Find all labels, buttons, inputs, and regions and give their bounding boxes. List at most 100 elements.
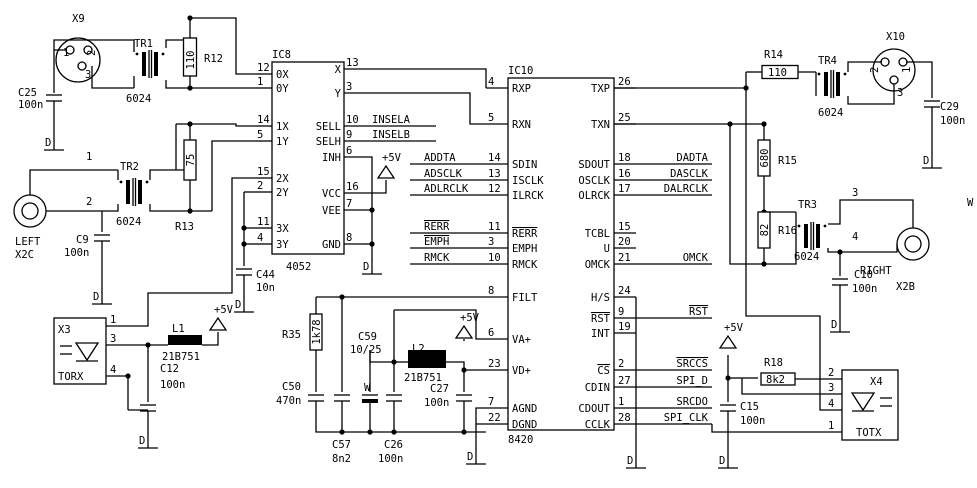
wire xyxy=(847,61,882,72)
ic10-pin-name: CS xyxy=(597,365,610,377)
wire xyxy=(190,17,256,75)
r35-value: 1k78 xyxy=(311,319,323,344)
wire xyxy=(741,378,842,395)
wire xyxy=(29,169,118,195)
ic10-pin-name: OSCLK xyxy=(578,175,610,187)
ic8-body xyxy=(271,61,345,255)
x3-pin3: 3 xyxy=(110,333,116,345)
ic10-pin-name: U xyxy=(604,243,610,255)
transformer-tr1-dot xyxy=(135,52,139,56)
wire xyxy=(847,84,895,105)
ground-label: D xyxy=(139,435,145,447)
wire xyxy=(102,204,119,212)
r18-value: 8k2 xyxy=(766,374,785,386)
r15-ref: R15 xyxy=(778,155,797,167)
l2-value: 21B751 xyxy=(404,372,442,384)
tr1-value: 6024 xyxy=(126,93,151,105)
junction-dot xyxy=(369,241,375,247)
r35-ref: R35 xyxy=(282,329,301,341)
tr2-value: 6024 xyxy=(116,216,141,228)
ic10-pin-name: OMCK xyxy=(585,259,611,271)
wire xyxy=(362,68,487,88)
x2b-ref: X2B xyxy=(896,281,915,293)
x10-pin3: 3 xyxy=(897,87,903,99)
ic10-pin-num: 17 xyxy=(618,183,631,195)
x3-name: TORX xyxy=(58,371,84,383)
x10-ref: X10 xyxy=(886,31,905,43)
c59-plus: W xyxy=(364,382,371,394)
ic8-pin-num: 15 xyxy=(257,166,270,178)
vcc-label: +5V xyxy=(214,304,234,316)
c12-value: 100n xyxy=(160,379,185,391)
xlr-pin xyxy=(889,75,899,85)
c50-value: 470n xyxy=(276,395,301,407)
xlr-pin xyxy=(898,57,908,67)
c59-value: 10/25 xyxy=(350,344,382,356)
c9-value: 100n xyxy=(64,247,89,259)
ic10-pin-num: 3 xyxy=(488,236,494,248)
ic8-pin-num: 5 xyxy=(257,129,263,141)
transformer-tr3-coil-a xyxy=(804,224,808,248)
ic10-pin-name: H/S xyxy=(591,292,610,304)
wire xyxy=(176,123,256,127)
ic10-pin-num: 24 xyxy=(618,285,631,297)
wire-label-3: 3 xyxy=(852,187,858,199)
ic8-pin-name: GND xyxy=(322,239,341,251)
r14-ref: R14 xyxy=(764,49,783,61)
net-label: SPI_D xyxy=(676,375,708,387)
x4-name: TOTX xyxy=(856,427,882,439)
ground-label: D xyxy=(627,455,633,467)
net-label: DALRCLK xyxy=(664,183,709,195)
net-label: ADDTA xyxy=(424,152,456,164)
wire xyxy=(827,244,898,253)
tr4-ref: TR4 xyxy=(818,55,837,67)
ic10-pin-num: 9 xyxy=(618,306,624,318)
vcc-symbol xyxy=(208,316,228,331)
c25-value: 100n xyxy=(18,99,43,111)
wire xyxy=(149,204,212,212)
ic10-pin-num: 28 xyxy=(618,412,631,424)
net-label: DADTA xyxy=(676,152,708,164)
transformer-tr2-dot xyxy=(145,180,149,184)
c15-value: 100n xyxy=(740,415,765,427)
ic10-pin-num: 16 xyxy=(618,168,631,180)
x9-pin2: 2 xyxy=(86,50,98,56)
wire xyxy=(394,309,486,340)
edge-text: W xyxy=(967,197,974,209)
ic8-pin-name: 2X xyxy=(276,173,289,185)
transformer-tr4-coil-b xyxy=(836,72,840,96)
ic10-pin-num: 22 xyxy=(488,412,501,424)
r16-ref: R16 xyxy=(778,225,797,237)
c9-ref: C9 xyxy=(76,234,89,246)
ic10-pin-name: RERR xyxy=(512,228,538,240)
junction-dot xyxy=(187,208,193,214)
r12-value: 110 xyxy=(185,51,197,70)
junction-dot xyxy=(725,375,731,381)
wire xyxy=(149,169,190,180)
c26-value: 100n xyxy=(378,453,403,465)
ground-label: D xyxy=(831,319,837,331)
ic10-pin-num: 13 xyxy=(488,168,501,180)
wire-label-2: 2 xyxy=(86,196,92,208)
tr3-ref: TR3 xyxy=(798,199,817,211)
electrolytic-plate-neg xyxy=(362,399,378,403)
net-label: INSELB xyxy=(372,129,410,141)
ic10-pin-num: 27 xyxy=(618,375,631,387)
vcc-symbol xyxy=(376,164,396,179)
ic10-ref: IC10 xyxy=(508,65,533,77)
ic8-pin-num: 13 xyxy=(346,57,359,69)
x2c-ref: X2C xyxy=(15,249,34,261)
tr3-value: 6024 xyxy=(794,251,819,263)
x4-pin4: 4 xyxy=(828,398,834,410)
c29-value: 100n xyxy=(940,115,965,127)
l1-ref: L1 xyxy=(172,323,185,335)
left-label: LEFT xyxy=(15,236,41,248)
ic8-pin-name: 1Y xyxy=(276,136,289,148)
ic8-pin-num: 4 xyxy=(257,232,263,244)
ic10-pin-name: OLRCK xyxy=(578,190,610,202)
ic10-pin-num: 6 xyxy=(488,327,494,339)
c10-value: 100n xyxy=(852,283,877,295)
net-label: INSELA xyxy=(372,114,411,126)
ic8-pin-num: 3 xyxy=(346,81,352,93)
